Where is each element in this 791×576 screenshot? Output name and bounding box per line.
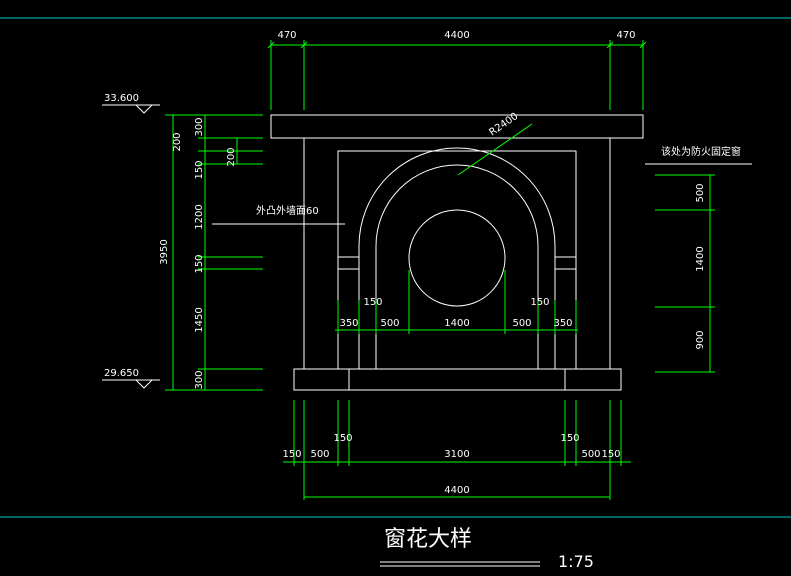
dim-bot-500b: 500 xyxy=(581,449,600,460)
dim-mid-500a: 500 xyxy=(380,318,399,329)
dim-top-left: 470 xyxy=(277,30,296,41)
dim-left-total: 3950 xyxy=(159,239,170,264)
dim-mid-1400: 1400 xyxy=(444,318,469,329)
level-bottom: 29.650 xyxy=(104,368,139,379)
dim-bot-total: 4400 xyxy=(444,485,469,496)
dim-bot-150a: 150 xyxy=(282,449,301,460)
dim-mid-150b: 150 xyxy=(530,297,549,308)
dim-bot-150b: 150 xyxy=(333,433,352,444)
dim-right-900: 900 xyxy=(695,330,706,349)
level-markers xyxy=(102,104,160,389)
dim-left-1200: 1200 xyxy=(194,204,205,229)
top-beam xyxy=(270,114,644,139)
dim-top-right: 470 xyxy=(616,30,635,41)
dim-left-150a: 150 xyxy=(194,160,205,179)
arch-inner xyxy=(375,164,539,369)
left-dimension xyxy=(165,114,263,391)
right-sill xyxy=(554,256,577,270)
dim-left-200: 200 xyxy=(172,132,183,151)
dim-left-1450: 1450 xyxy=(194,307,205,332)
dim-bot-3100: 3100 xyxy=(444,449,469,460)
base-plinth xyxy=(293,368,622,391)
left-sill xyxy=(337,256,360,270)
dim-left-300b: 300 xyxy=(194,370,205,389)
level-top: 33.600 xyxy=(104,93,139,104)
bottom-dimension xyxy=(283,400,631,500)
dim-bot-150c: 150 xyxy=(560,433,579,444)
drawing-title: 窗花大样 xyxy=(384,527,472,552)
middle-dimension xyxy=(335,270,578,334)
arch-outer xyxy=(358,147,556,369)
dim-mid-350b: 350 xyxy=(553,318,572,329)
dim-mid-150a: 150 xyxy=(363,297,382,308)
inner-frame xyxy=(337,150,577,370)
dim-left-150b: 150 xyxy=(194,254,205,273)
dim-right-1400: 1400 xyxy=(695,246,706,271)
round-window xyxy=(408,209,506,307)
note-top-right: 该处为防火固定窗 xyxy=(661,145,741,158)
dim-right-500: 500 xyxy=(695,183,706,202)
dim-bot-150d: 150 xyxy=(601,449,620,460)
dim-left-300a: 300 xyxy=(194,117,205,136)
dim-inner-200: 200 xyxy=(226,147,237,166)
window-structure xyxy=(270,114,644,391)
dim-top-mid: 4400 xyxy=(444,30,469,41)
right-dimension xyxy=(645,163,752,373)
dim-bot-500a: 500 xyxy=(310,449,329,460)
dim-mid-350a: 350 xyxy=(339,318,358,329)
radius-leader xyxy=(457,123,533,176)
drawing-scale: 1:75 xyxy=(558,552,594,571)
note-wall-face: 外凸外墙面60 xyxy=(256,204,319,217)
top-dimension xyxy=(267,40,647,110)
dim-mid-500b: 500 xyxy=(512,318,531,329)
